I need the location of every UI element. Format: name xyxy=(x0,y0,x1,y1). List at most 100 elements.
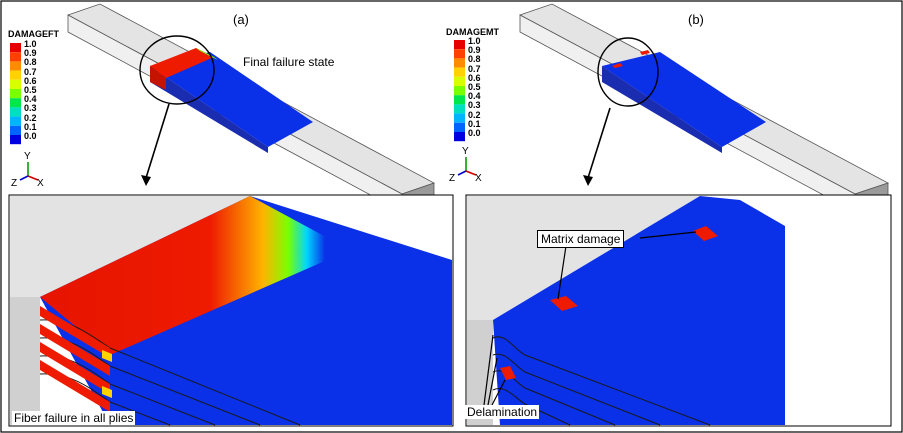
zoom-arrowhead-b xyxy=(583,175,593,186)
zoom-a-damage-gradient xyxy=(40,196,350,355)
caption-fiber-failure: Fiber failure in all plies xyxy=(12,411,136,425)
specimen-b-matrix-spot-2 xyxy=(640,50,650,55)
legend-tick-label: 0.3 xyxy=(468,100,481,111)
axis-a-y-label: Y xyxy=(24,151,31,162)
specimen-a-gauge-side xyxy=(150,66,268,153)
highlight-circle-a xyxy=(139,35,215,105)
zoom-b-matrix-patch-2 xyxy=(693,226,718,241)
callout-line-delam-2 xyxy=(487,357,498,406)
legend-bar-b xyxy=(454,40,465,142)
legend-swatch xyxy=(454,122,465,132)
axis-b-x-label: X xyxy=(475,173,482,184)
legend-tick-label: 0.6 xyxy=(24,75,37,86)
axis-b-z-arrow xyxy=(457,170,467,176)
specimen-b-gauge-blue xyxy=(602,52,766,147)
legend-swatch xyxy=(10,43,21,53)
legend-swatch xyxy=(454,58,465,68)
legend-tick-label: 0.6 xyxy=(468,72,481,83)
legend-swatch xyxy=(454,113,465,123)
callout-delamination: Delamination xyxy=(465,405,540,419)
specimen-b xyxy=(519,3,890,213)
zoom-arrow-a xyxy=(145,103,170,179)
legend-tick-label: 0.5 xyxy=(24,85,37,95)
legend-tick-label: 0.1 xyxy=(468,118,481,129)
legend-tick-label: 0.9 xyxy=(24,48,37,59)
callout-line-matrix-2 xyxy=(639,231,697,239)
highlight-circle-b xyxy=(597,37,659,107)
specimen-a xyxy=(67,3,435,213)
specimen-a-damage-side xyxy=(150,66,166,90)
zoom-a-grip-side xyxy=(10,297,40,425)
legend-swatch xyxy=(10,116,21,126)
legend-tick-label: 0.5 xyxy=(468,82,481,92)
zoom-arrowhead-a xyxy=(141,175,151,186)
legend-swatch xyxy=(10,98,21,108)
legend-title-b: DAMAGEMT xyxy=(446,27,499,37)
specimen-a-damage-transition xyxy=(196,48,218,60)
legend-tick-label: 0.2 xyxy=(468,109,481,120)
legend-swatch xyxy=(10,107,21,117)
legend-tick-label: 1.0 xyxy=(24,39,37,49)
legend-title-a: DAMAGEFT xyxy=(8,29,59,39)
legend-swatch xyxy=(10,125,21,135)
legend-swatch xyxy=(10,135,21,145)
legend-tick-label: 0.1 xyxy=(24,121,37,132)
legend-swatch xyxy=(454,67,465,77)
legend-tick-label: 0.9 xyxy=(468,45,481,56)
zoom-box-a xyxy=(8,194,454,427)
callout-matrix-damage: Matrix damage xyxy=(537,230,625,248)
specimen-b-matrix-spot-1 xyxy=(612,63,623,68)
legend-tick-label: 1.0 xyxy=(468,36,481,46)
panel-label-a: (a) xyxy=(233,12,249,27)
axis-triad-a xyxy=(19,162,39,181)
legend-bar-a xyxy=(10,43,21,145)
zoom-b-grip-top xyxy=(467,196,700,320)
legend-swatch xyxy=(10,89,21,99)
zoom-a-grip-top xyxy=(10,196,250,297)
zoom-b-intact xyxy=(493,196,785,425)
callout-line-delam-3 xyxy=(491,379,506,406)
zoom-b-grip-side xyxy=(467,320,493,425)
legend-tick-label: 0.0 xyxy=(24,131,37,141)
legend-swatch xyxy=(454,49,465,59)
caption-final-failure: Final failure state xyxy=(243,55,335,69)
axis-a-z-label: Z xyxy=(11,178,18,189)
axis-b-x-arrow xyxy=(465,170,477,176)
legend-swatch xyxy=(454,132,465,142)
axis-b-z-label: Z xyxy=(449,173,456,184)
axis-triad-b xyxy=(457,157,477,176)
legend-swatch xyxy=(454,40,465,50)
callout-line-delam-1 xyxy=(483,334,494,406)
legend-tick-label: 0.2 xyxy=(24,112,37,123)
panel-label-b: (b) xyxy=(688,12,704,27)
legend-swatch xyxy=(454,86,465,96)
legend-tick-label: 0.8 xyxy=(24,57,37,68)
legend-tick-label: 0.4 xyxy=(24,94,37,105)
legend-swatch xyxy=(10,79,21,89)
specimen-a-damage-band xyxy=(150,48,214,78)
legend-tick-label: 0.4 xyxy=(468,91,481,102)
legend-swatch xyxy=(10,70,21,80)
legend-tick-label: 0.7 xyxy=(468,63,481,74)
zoom-b-delam-patch xyxy=(500,366,516,380)
specimen-b-gauge-side xyxy=(602,66,722,153)
axis-a-z-arrow xyxy=(19,175,29,181)
axis-a-x-label: X xyxy=(37,178,44,189)
specimen-a-gauge-blue xyxy=(150,52,313,147)
legend-tick-label: 0.8 xyxy=(468,54,481,65)
axis-b-y-label: Y xyxy=(462,146,469,157)
zoom-box-b xyxy=(465,194,892,427)
zoom-arrow-b xyxy=(587,107,611,179)
legend-swatch xyxy=(10,61,21,71)
legend-swatch xyxy=(454,76,465,86)
axis-a-x-arrow xyxy=(27,175,39,181)
legend-tick-label: 0.7 xyxy=(24,66,37,77)
zoom-b-matrix-patch-1 xyxy=(550,296,578,311)
callout-line-matrix-1 xyxy=(557,245,567,300)
legend-tick-label: 0.0 xyxy=(468,128,481,138)
legend-swatch xyxy=(10,52,21,62)
legend-swatch xyxy=(454,95,465,105)
